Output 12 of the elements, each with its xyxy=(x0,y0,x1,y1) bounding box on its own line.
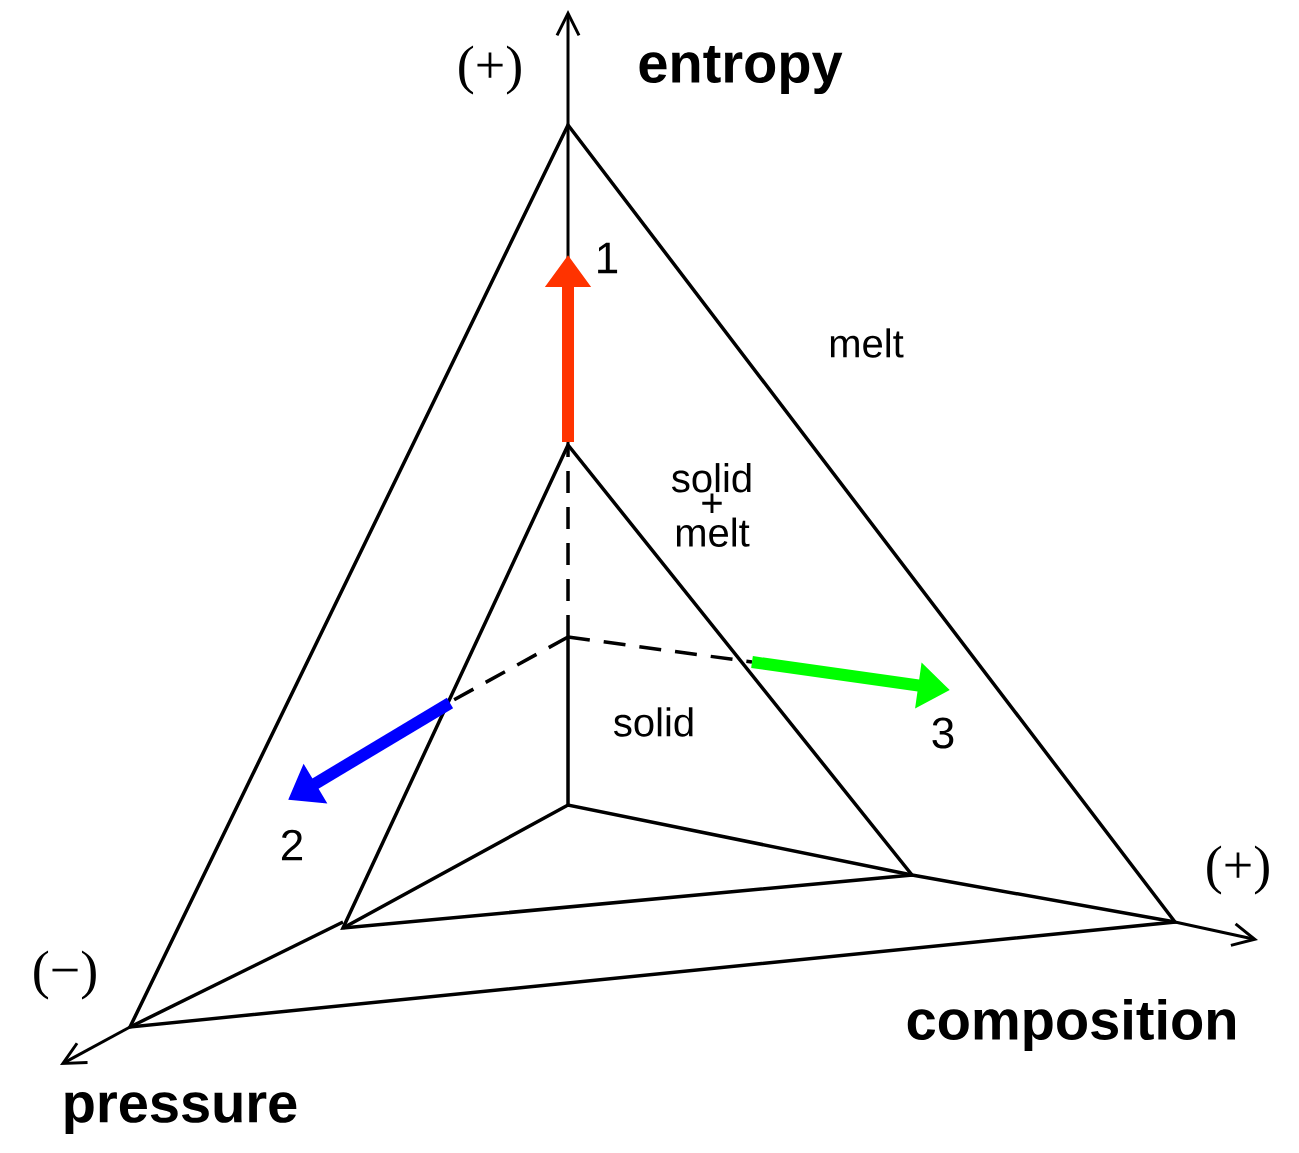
axis-label: pressure xyxy=(65,1092,297,1134)
axis-label: entropy xyxy=(639,45,843,95)
region-label: melt xyxy=(830,328,904,358)
number-label: 1 xyxy=(598,242,618,274)
number-label: 3 xyxy=(932,717,954,749)
number-label: 2 xyxy=(282,829,303,861)
sign-label: (+) xyxy=(459,45,521,95)
region-label: solid xyxy=(614,707,693,737)
sign-label: (−) xyxy=(34,950,96,1000)
sign-label: (+) xyxy=(1207,845,1269,895)
axis-label: composition xyxy=(907,998,1235,1052)
region-label: solid + melt xyxy=(672,463,751,547)
